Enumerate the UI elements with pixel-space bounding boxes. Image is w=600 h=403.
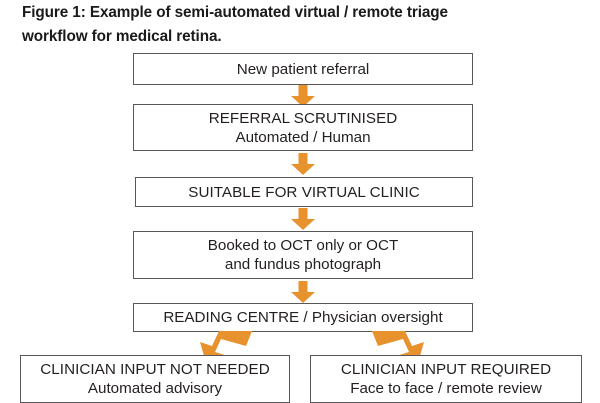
- arrow-down-icon: [290, 208, 316, 230]
- figure-caption-line-2: workflow for medical retina.: [22, 28, 222, 45]
- flow-node-booked-oct: Booked to OCT only or OCT and fundus pho…: [133, 231, 473, 279]
- flow-node-clinician-required: CLINICIAN INPUT REQUIRED Face to face / …: [310, 355, 582, 403]
- flow-node-label-secondary: Automated advisory: [87, 380, 223, 397]
- flow-node-label-secondary: Face to face / remote review: [350, 380, 542, 397]
- flow-node-label-primary: CLINICIAN INPUT NOT NEEDED: [40, 361, 270, 378]
- arrow-down-icon: [290, 281, 316, 303]
- flow-node-reading-centre: READING CENTRE / Physician oversight: [133, 303, 473, 332]
- flow-node-label-primary: CLINICIAN INPUT REQUIRED: [340, 361, 552, 378]
- arrow-down-icon: [290, 153, 316, 175]
- flow-node-clinician-not-needed: CLINICIAN INPUT NOT NEEDED Automated adv…: [20, 355, 290, 403]
- flow-node-label: READING CENTRE / Physician oversight: [163, 309, 443, 326]
- flow-node-label-secondary: and fundus photograph: [224, 256, 382, 273]
- flow-node-label: SUITABLE FOR VIRTUAL CLINIC: [188, 183, 420, 201]
- arrow-down-icon: [290, 85, 316, 107]
- flow-node-suitable-virtual-clinic: SUITABLE FOR VIRTUAL CLINIC: [135, 177, 473, 207]
- figure-caption: Figure 1: Example of semi-automated virt…: [22, 1, 582, 49]
- flow-node-label-primary: Booked to OCT only or OCT: [207, 237, 399, 254]
- flow-node-label: New patient referral: [236, 60, 370, 78]
- flow-node-label-primary: REFERRAL SCRUTINISED: [208, 109, 398, 127]
- flow-node-new-patient-referral: New patient referral: [133, 53, 473, 85]
- flow-node-label-secondary: Automated / Human: [235, 128, 371, 146]
- flow-node-referral-scrutinised: REFERRAL SCRUTINISED Automated / Human: [133, 104, 473, 151]
- figure-caption-line-1: Figure 1: Example of semi-automated virt…: [22, 4, 448, 21]
